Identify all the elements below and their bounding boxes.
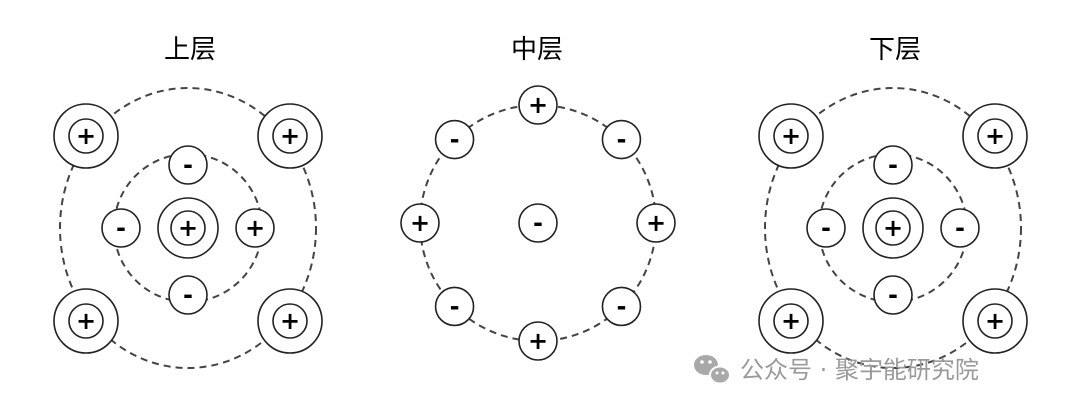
ion-core [68,303,104,339]
cation-outer: + [257,103,323,169]
cation-outer: + [53,103,119,169]
ion-core [773,118,809,154]
ion-core [636,203,676,243]
plus-sign: + [781,122,801,150]
anion-inner: - [168,275,208,315]
cation-outer: + [53,288,119,354]
ion-core [101,208,141,248]
minus-sign: - [450,292,460,320]
ion-core [235,208,275,248]
ion-core [940,208,980,248]
outer-dashed-orbit [59,87,317,369]
cation-outer: + [758,103,824,169]
plus-sign: + [528,91,548,119]
cation-ring: + [518,85,558,125]
plus-sign: + [646,209,666,237]
cation-inner: + [235,208,275,248]
plus-sign: + [985,122,1005,150]
ion-core [170,210,206,246]
anion-inner: - [940,208,980,248]
ion-core [434,286,475,327]
watermark-text: 公众号 · 聚宇能研究院 [740,356,979,384]
cation-outer: + [962,103,1028,169]
minus-sign: - [183,151,193,179]
ion-core [168,145,208,185]
cation-center: + [157,197,219,259]
panel-middle-layer: - + - + - + - + - [400,85,676,361]
cation-outer: + [758,288,824,354]
plus-sign: + [245,214,265,242]
ion-core [400,203,440,243]
ion-core [272,118,308,154]
ion-core [806,208,846,248]
anion-center: - [518,203,558,243]
minus-sign: - [533,209,543,237]
panel-upper-layer: + - + - - + + + + [53,87,323,369]
minus-sign: - [888,151,898,179]
plus-sign: + [781,307,801,335]
ion-core [518,85,558,125]
anion-ring: - [434,119,475,160]
minus-sign: - [616,292,626,320]
anion-inner: - [101,208,141,248]
anion-ring: - [601,119,642,160]
plus-sign: + [178,214,198,242]
ion-core [68,118,104,154]
panel-title-middle: 中层 [511,35,563,65]
minus-sign: - [450,126,460,154]
ion-core [601,286,642,327]
panel-title-upper: 上层 [164,35,216,65]
ion-core [518,321,558,361]
plus-sign: + [410,209,430,237]
outer-dashed-orbit [764,87,1022,369]
minus-sign: - [616,126,626,154]
ion-core [873,275,913,315]
panel-lower-layer: + - - - - + + + + [758,87,1028,369]
minus-sign: - [821,214,831,242]
wechat-icon [694,355,731,385]
ion-core [977,118,1013,154]
ion-core [873,145,913,185]
plus-sign: + [985,307,1005,335]
anion-ring: - [434,286,475,327]
anion-inner: - [873,275,913,315]
cation-ring: + [636,203,676,243]
cation-ring: + [518,321,558,361]
plus-sign: + [76,122,96,150]
panel-title-lower: 下层 [869,35,921,65]
cation-center: + [862,197,924,259]
minus-sign: - [955,214,965,242]
minus-sign: - [183,281,193,309]
plus-sign: + [883,214,903,242]
ion-core [601,119,642,160]
anion-ring: - [601,286,642,327]
anion-inner: - [806,208,846,248]
ion-core [875,210,911,246]
cation-outer: + [962,288,1028,354]
cation-ring: + [400,203,440,243]
cation-outer: + [257,288,323,354]
plus-sign: + [528,327,548,355]
ion-core [518,203,558,243]
ion-core [977,303,1013,339]
minus-sign: - [116,214,126,242]
ion-core [773,303,809,339]
plus-sign: + [280,122,300,150]
watermark: 公众号 · 聚宇能研究院 [694,355,979,385]
minus-sign: - [888,281,898,309]
anion-inner: - [873,145,913,185]
plus-sign: + [76,307,96,335]
ion-core [168,275,208,315]
ion-core [434,119,475,160]
plus-sign: + [280,307,300,335]
ion-core [272,303,308,339]
anion-inner: - [168,145,208,185]
